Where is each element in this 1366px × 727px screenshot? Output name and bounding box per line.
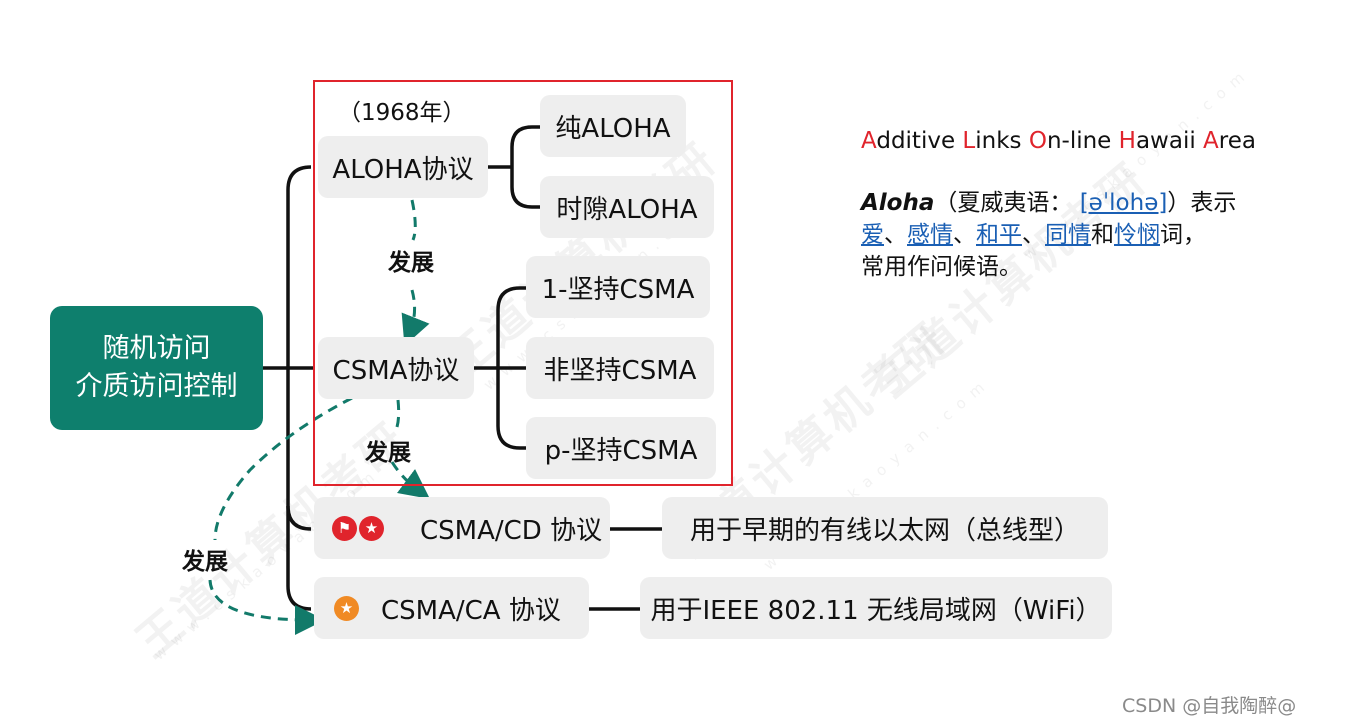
aloha-tail: 词， <box>1160 222 1206 248</box>
root-line1: 随机访问 <box>102 333 211 364</box>
conjunction: 和 <box>1091 222 1114 248</box>
acronym-letter: A <box>861 128 877 154</box>
acronym-letter: O <box>1028 128 1047 154</box>
link-feeling[interactable]: 感情 <box>907 222 953 248</box>
csmaca-label: CSMA/CA 协议 <box>381 595 561 626</box>
csmaca-node: ★ CSMA/CA 协议 <box>314 577 589 639</box>
year-label: （1968年） <box>338 100 466 126</box>
aloha-note: Aloha（夏威夷语： [əˈlohə]）表示 爱、感情、和平、同情和怜悯词， … <box>861 187 1281 283</box>
link-pity[interactable]: 怜悯 <box>1114 222 1160 248</box>
develop-label-2: 发展 <box>365 440 411 466</box>
slotted-aloha-node: 时隙ALOHA <box>540 176 714 238</box>
separator: 、 <box>1022 222 1045 248</box>
csmaca-desc-node: 用于IEEE 802.11 无线局域网（WiFi） <box>640 577 1112 639</box>
acronym-rest: rea <box>1218 128 1256 154</box>
aloha-node: ALOHA协议 <box>318 136 488 198</box>
acronym-letter: L <box>962 128 976 154</box>
csmacd-badges: ⚑ ★ <box>332 515 384 541</box>
develop-label-1: 发展 <box>388 250 434 276</box>
acronym-rest: n-line <box>1046 128 1119 154</box>
aloha-acronym: Additive Links On-line Hawaii Area <box>861 128 1256 154</box>
csma-nonpersistent-node: 非坚持CSMA <box>526 337 714 399</box>
flag-icon: ⚑ <box>332 515 357 541</box>
root-line2: 介质访问控制 <box>75 371 238 402</box>
aloha-line3: 常用作问候语。 <box>861 254 1022 280</box>
csmacd-node: ⚑ ★ CSMA/CD 协议 <box>314 497 610 559</box>
acronym-letter: H <box>1118 128 1136 154</box>
acronym-rest: awaii <box>1135 128 1204 154</box>
star-icon: ★ <box>334 595 359 621</box>
aloha-paren-close: ）表示 <box>1167 190 1237 216</box>
aloha-word: Aloha <box>861 190 935 216</box>
separator: 、 <box>884 222 907 248</box>
star-icon: ★ <box>359 515 384 541</box>
separator: 、 <box>953 222 976 248</box>
csdn-credit: CSDN @自我陶醉@ <box>1122 695 1297 717</box>
aloha-paren-open: （夏威夷语： <box>934 190 1073 216</box>
root-node: 随机访问 介质访问控制 <box>50 306 263 430</box>
develop-label-3: 发展 <box>182 549 228 575</box>
pure-aloha-node: 纯ALOHA <box>540 95 686 157</box>
acronym-letter: A <box>1203 128 1219 154</box>
link-love[interactable]: 爱 <box>861 222 884 248</box>
csma-1-persistent-node: 1-坚持CSMA <box>526 256 710 318</box>
csmacd-desc-node: 用于早期的有线以太网（总线型） <box>662 497 1108 559</box>
csma-p-persistent-node: p-坚持CSMA <box>526 417 716 479</box>
csmacd-label: CSMA/CD 协议 <box>420 515 603 546</box>
highlight-frame <box>313 80 733 486</box>
ipa-link[interactable]: [əˈlohə] <box>1079 190 1168 216</box>
acronym-rest: inks <box>975 128 1029 154</box>
link-sympathy[interactable]: 同情 <box>1045 222 1091 248</box>
acronym-rest: dditive <box>876 128 963 154</box>
csma-node: CSMA协议 <box>318 337 474 399</box>
link-peace[interactable]: 和平 <box>976 222 1022 248</box>
